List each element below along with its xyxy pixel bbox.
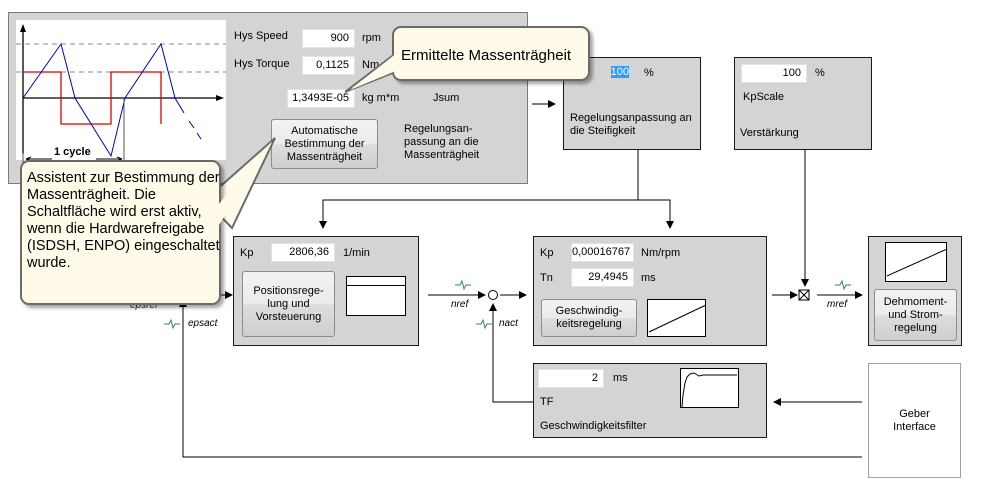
signal-epsref-label: epsref xyxy=(130,300,158,311)
kpscale-input[interactable]: 100 xyxy=(741,64,807,83)
hys-speed-label: Hys Speed xyxy=(234,30,288,42)
wire-epsact xyxy=(179,299,862,458)
probe-icon xyxy=(164,318,180,330)
tf-label: TF xyxy=(540,396,554,408)
position-kp-input[interactable]: 2806,36 xyxy=(271,243,335,262)
hys-torque-input[interactable]: 0,1125 xyxy=(302,56,355,75)
jsum-input[interactable]: 1,3493E-05 xyxy=(287,89,355,108)
signal-nref-label: nref xyxy=(451,299,469,310)
wire-to-position xyxy=(319,199,638,229)
signal-mref-label: mref xyxy=(827,299,847,310)
position-control-button[interactable]: Positionsrege- lung und Vorsteuerung xyxy=(242,271,335,337)
speed-control-panel: Kp 0,00016767 Nm/rpm Tn 29,4945 ms Gesch… xyxy=(533,236,767,346)
cycle-label: 1 cycle xyxy=(54,146,91,158)
filter-response-scope xyxy=(680,368,739,408)
speed-control-button[interactable]: Geschwindig- keitsregelung xyxy=(541,299,637,337)
probe-icon xyxy=(476,318,492,330)
speed-tn-input[interactable]: 29,4945 xyxy=(571,268,634,287)
stiffness-description: Regelungsanpassung an die Steifigkeit xyxy=(570,112,692,137)
summing-junction xyxy=(488,290,498,300)
wire-nact xyxy=(489,303,535,403)
hys-speed-unit: rpm xyxy=(362,32,381,44)
probe-icon xyxy=(835,279,851,291)
auto-inertia-button[interactable]: Automatische Bestimmung der Massenträghe… xyxy=(271,119,378,169)
assistant-callout-text: Assistent zur Bestimmung der Massenträgh… xyxy=(27,170,220,271)
wire-to-speed xyxy=(638,199,674,229)
current-control-panel: Dehmoment- und Strom- regelung xyxy=(868,236,962,346)
hys-speed-input[interactable]: 900 xyxy=(302,29,355,48)
jsum-label: Jsum xyxy=(433,92,460,104)
stiffness-value: 100 xyxy=(610,66,629,78)
assistant-callout: Assistent zur Bestimmung der Massenträgh… xyxy=(20,160,221,305)
kpscale-unit: % xyxy=(815,67,825,79)
speed-tn-label: Tn xyxy=(540,272,553,284)
position-control-panel: Kp 2806,36 1/min Positionsrege- lung und… xyxy=(233,236,419,346)
speed-response-scope xyxy=(647,299,707,337)
probe-icon xyxy=(455,279,471,291)
encoder-interface-label: Geber Interface xyxy=(893,407,936,433)
speed-tn-unit: ms xyxy=(641,272,656,284)
speed-filter-panel: 2 ms TF Geschwindigkeitsfilter xyxy=(533,363,767,438)
speed-kp-input[interactable]: 0,00016767 xyxy=(571,243,634,262)
inertia-result-callout: Ermittelte Massenträgheit xyxy=(392,26,590,81)
current-response-scope xyxy=(885,242,948,282)
speed-kp-label: Kp xyxy=(540,247,554,259)
gain-panel: 100 % KpScale Verstärkung xyxy=(734,57,872,150)
kpscale-label: KpScale xyxy=(743,91,784,103)
hys-torque-label: Hys Torque xyxy=(234,58,290,70)
filter-description: Geschwindigkeitsfilter xyxy=(540,420,647,432)
inertia-result-callout-text: Ermittelte Massenträgheit xyxy=(401,47,572,64)
inertia-description: Regelungsan- passung an die Massenträghe… xyxy=(404,123,480,161)
encoder-interface-box: Geber Interface xyxy=(868,363,961,478)
gain-description: Verstärkung xyxy=(740,127,799,139)
inertia-cycle-graph xyxy=(16,20,226,166)
position-response-scope xyxy=(346,276,406,316)
signal-nact-label: nact xyxy=(499,318,518,329)
torque-trace xyxy=(23,71,162,125)
signal-epsact-label: epsact xyxy=(188,318,218,329)
speed-kp-unit: Nm/rpm xyxy=(641,247,681,259)
tf-unit: ms xyxy=(613,372,628,384)
jsum-unit: kg m*m xyxy=(362,92,400,104)
stiffness-unit: % xyxy=(644,67,654,79)
current-control-button[interactable]: Dehmoment- und Strom- regelung xyxy=(874,289,957,341)
stiffness-input[interactable]: 100 xyxy=(544,64,634,83)
speed-trace xyxy=(22,42,185,158)
position-kp-label: Kp xyxy=(240,247,254,259)
position-kp-unit: 1/min xyxy=(343,247,370,259)
tf-input[interactable]: 2 xyxy=(538,369,604,388)
